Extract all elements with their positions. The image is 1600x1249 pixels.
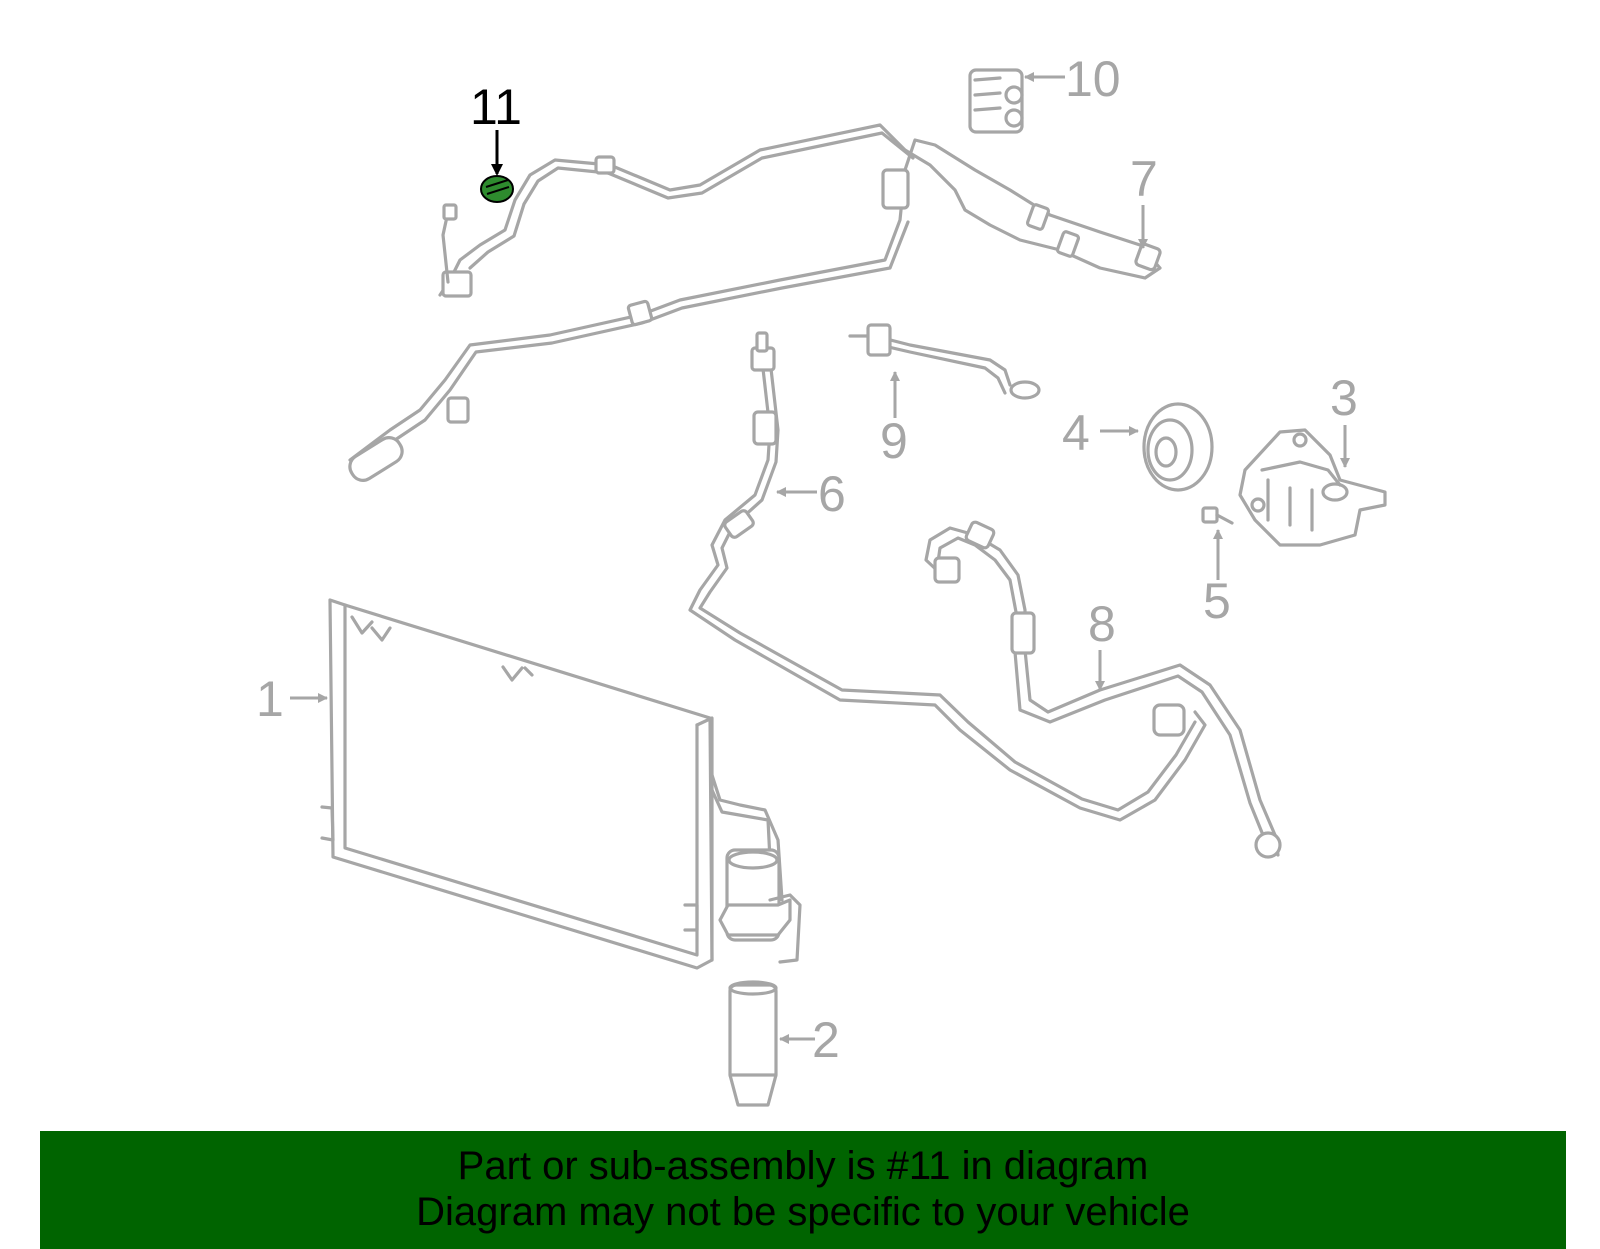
banner-line-1: Part or sub-assembly is #11 in diagram bbox=[457, 1144, 1149, 1188]
part-11-oring bbox=[480, 175, 514, 203]
callout-arrows bbox=[290, 72, 1350, 1044]
callout-10: 10 bbox=[1065, 51, 1121, 107]
callout-9: 9 bbox=[880, 413, 908, 469]
callout-labels: 1 2 3 4 5 6 7 8 9 10 11 bbox=[256, 51, 1358, 1068]
callout-8: 8 bbox=[1088, 596, 1116, 652]
clutch-pulley bbox=[1142, 402, 1214, 492]
compressor bbox=[1238, 428, 1387, 547]
discharge-hose bbox=[924, 520, 1282, 859]
callout-2: 2 bbox=[812, 1012, 840, 1068]
callout-11: 11 bbox=[470, 79, 522, 135]
receiver-drier bbox=[710, 773, 802, 1107]
condenser bbox=[320, 598, 714, 970]
suction-hose-assembly bbox=[348, 123, 1162, 482]
callout-6: 6 bbox=[818, 466, 846, 522]
callout-3: 3 bbox=[1330, 370, 1358, 426]
banner-line-2: Diagram may not be specific to your vehi… bbox=[416, 1190, 1190, 1234]
info-banner: Part or sub-assembly is #11 in diagram D… bbox=[40, 1131, 1566, 1249]
callout-7: 7 bbox=[1130, 151, 1158, 207]
callout-1: 1 bbox=[256, 671, 284, 727]
bolt bbox=[1201, 506, 1234, 525]
expansion-valve bbox=[968, 68, 1024, 134]
callout-5: 5 bbox=[1203, 573, 1231, 629]
callout-4: 4 bbox=[1062, 405, 1090, 461]
small-hose bbox=[848, 323, 1041, 400]
liquid-line bbox=[688, 331, 1207, 822]
